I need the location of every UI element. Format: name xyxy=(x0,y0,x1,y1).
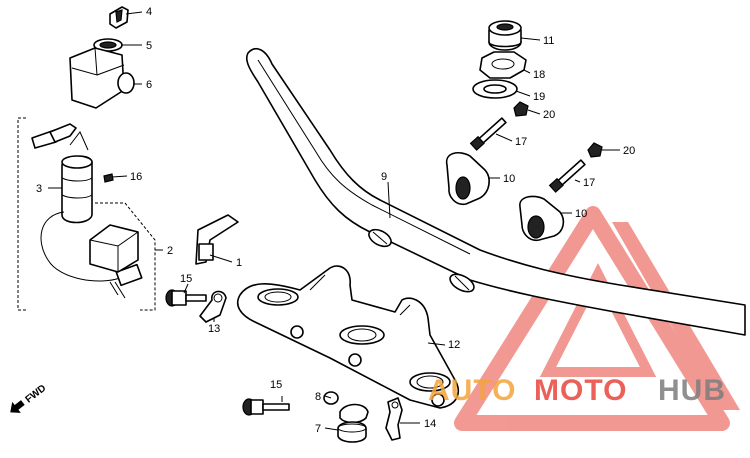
hex-nut xyxy=(479,51,527,79)
holder-upper xyxy=(445,151,490,206)
fwd-label: FWD xyxy=(24,383,49,406)
label-8: 8 xyxy=(315,391,321,403)
label-17-upper: 17 xyxy=(515,136,527,148)
screw xyxy=(103,173,114,183)
watermark-moto: MOTO xyxy=(534,374,627,407)
ignition-switch xyxy=(40,131,143,299)
label-13: 13 xyxy=(208,323,220,335)
label-19: 19 xyxy=(533,91,545,103)
watermark-text: AUTO MOTO HUB xyxy=(428,374,726,407)
label-14: 14 xyxy=(424,418,436,430)
holder-lower xyxy=(519,195,565,242)
cap-nut-lower xyxy=(587,142,603,158)
label-7: 7 xyxy=(315,423,321,435)
ignition-cap xyxy=(109,6,129,29)
bolt-lower xyxy=(548,159,586,193)
label-20-upper: 20 xyxy=(543,109,555,121)
grommet xyxy=(337,421,367,443)
relay-box xyxy=(89,224,139,273)
cap-nut-upper xyxy=(513,101,529,117)
label-11: 11 xyxy=(543,35,554,47)
label-15-left: 15 xyxy=(180,273,192,285)
clip-bottom xyxy=(323,391,369,424)
collar-bolt xyxy=(165,289,207,307)
bolt-upper xyxy=(469,117,507,151)
label-16: 16 xyxy=(130,171,142,183)
washer xyxy=(472,79,518,99)
label-12: 12 xyxy=(448,339,460,351)
label-3: 3 xyxy=(36,183,42,195)
key-set xyxy=(31,123,77,149)
handlebar xyxy=(245,48,746,336)
label-5: 5 xyxy=(146,40,152,52)
label-6: 6 xyxy=(146,79,152,91)
watermark-hub: HUB xyxy=(658,374,726,407)
bolt-bottom xyxy=(242,398,290,416)
steering-stem-nut xyxy=(488,20,522,51)
forward-arrow-icon: FWD xyxy=(10,383,49,413)
leader-lines xyxy=(48,11,620,431)
label-20-lower: 20 xyxy=(623,145,635,157)
label-2: 2 xyxy=(167,245,173,257)
watermark-auto: AUTO xyxy=(428,374,516,407)
label-1: 1 xyxy=(236,257,242,269)
ignition-cover xyxy=(69,47,135,109)
top-bridge xyxy=(236,265,459,409)
label-18: 18 xyxy=(533,69,545,81)
label-17-lower: 17 xyxy=(583,177,595,189)
label-9: 9 xyxy=(381,171,387,183)
cable-guide xyxy=(199,290,227,323)
bracket-frame xyxy=(17,117,156,311)
cable-clamp xyxy=(385,397,403,441)
label-4: 4 xyxy=(146,6,152,18)
label-10-upper: 10 xyxy=(503,173,515,185)
label-10-lower: 10 xyxy=(575,208,587,220)
holder-bracket xyxy=(195,214,239,265)
part-labels: 4 5 6 16 3 2 1 15 13 11 18 19 20 17 10 2… xyxy=(36,6,635,435)
label-15-bottom: 15 xyxy=(270,379,282,391)
